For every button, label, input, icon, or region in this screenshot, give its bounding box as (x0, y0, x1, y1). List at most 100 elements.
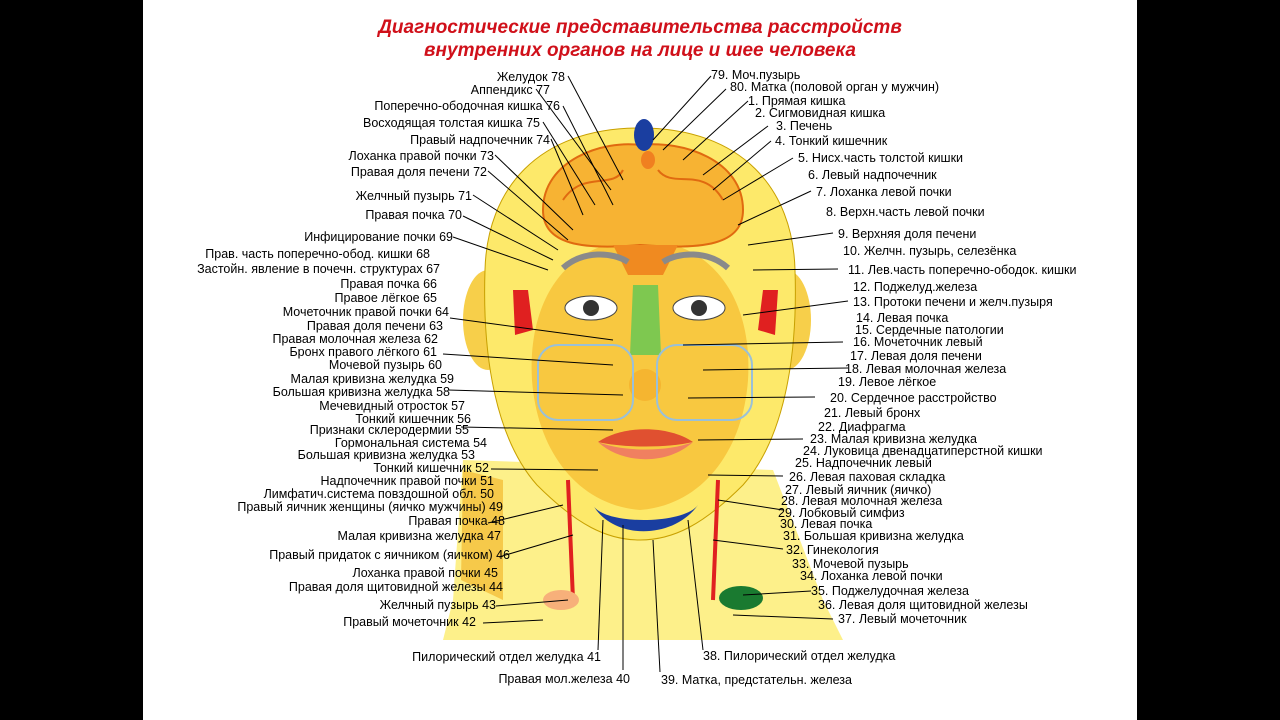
label-53: Большая кривизна желудка 53 (297, 448, 475, 462)
label-60: Мочевой пузырь 60 (328, 358, 442, 372)
label-80: 80. Матка (половой орган у мужчин) (730, 80, 940, 94)
forehead-blue-spot (634, 119, 654, 151)
neck-peach-spot (543, 590, 579, 610)
label-62: Правая молочная железа 62 (272, 332, 438, 346)
label-21: 21. Левый бронх (824, 406, 921, 420)
label-15: 15. Сердечные патологии (855, 323, 1004, 337)
label-24: 24. Луковица двенадцатиперстной кишки (803, 444, 1043, 458)
label-48: Правая почка 48 (408, 514, 505, 528)
label-35: 35. Поджелудочная железа (811, 584, 969, 598)
neck-shadow-left (461, 470, 503, 600)
label-16: 16. Мочеточник левый (853, 335, 983, 349)
label-64: Мочеточник правой почки 64 (282, 305, 449, 319)
label-18: 18. Левая молочная железа (845, 362, 1007, 376)
neck-green-spot (719, 586, 763, 610)
label-10: 10. Желчн. пузырь, селезёнка (843, 244, 1017, 258)
label-25: 25. Надпочечник левый (795, 456, 932, 470)
left-iris (583, 300, 599, 316)
label-12: 12. Поджелуд.железа (853, 280, 978, 294)
left-eyebrow (560, 251, 630, 271)
label-4: 4. Тонкий кишечник (775, 134, 888, 148)
label-22: 22. Диафрагма (818, 420, 906, 434)
label-31: 31. Большая кривизна желудка (783, 529, 964, 543)
label-17: 17. Левая доля печени (850, 349, 982, 363)
label-67: Застойн. явление в почечн. структурах 67 (197, 262, 440, 276)
label-63: Правая доля печени 63 (306, 319, 443, 333)
label-2: 2. Сигмовидная кишка (755, 106, 886, 120)
label-27: 27. Левый яичник (яичко) (785, 483, 932, 497)
label-43: Желчный пузырь 43 (379, 598, 496, 612)
slide: Диагностические представительства расстр… (143, 0, 1137, 720)
label-7: 7. Лоханка левой почки (816, 185, 952, 199)
label-20: 20. Сердечное расстройство (830, 391, 997, 405)
label-1: 1. Прямая кишка (748, 94, 846, 108)
label-50: Лимфатич.система повздошной обл. 50 (263, 487, 494, 501)
label-51: Надпочечник правой почки 51 (320, 474, 494, 488)
label-76: Поперечно-ободочная кишка 76 (374, 99, 560, 113)
title-line-2: внутренних органов на лице и шее человек… (424, 40, 856, 61)
label-59: Малая кривизна желудка 59 (290, 372, 454, 386)
label-3: 3. Печень (776, 119, 833, 133)
label-42: Правый мочеточник 42 (343, 615, 476, 629)
label-28: 28. Левая молочная железа (781, 494, 943, 508)
label-49: Правый яичник женщины (яичко мужчины) 49 (237, 500, 503, 514)
label-32: 32. Гинекология (786, 543, 879, 557)
left-cheek-red (513, 290, 533, 335)
label-47: Малая кривизна желудка 47 (337, 529, 501, 543)
label-68: Прав. часть поперечно-обод. кишки 68 (205, 247, 430, 261)
label-9: 9. Верхняя доля печени (838, 227, 977, 241)
upper-lip (598, 429, 693, 447)
face-diagram (442, 75, 849, 673)
label-29: 29. Лобковый симфиз (778, 506, 905, 520)
lower-lip (598, 442, 693, 460)
label-11: 11. Лев.часть поперечно-ободок. кишки (848, 263, 1077, 277)
label-5: 5. Нисх.часть толстой кишки (798, 151, 964, 165)
label-33: 33. Мочевой пузырь (792, 557, 909, 571)
nose-bridge (630, 285, 661, 355)
label-56: Тонкий кишечник 56 (355, 412, 471, 426)
label-74: Правый надпочечник 74 (410, 133, 550, 147)
label-55: Признаки склеродермии 55 (309, 423, 469, 437)
label-71: Желчный пузырь 71 (355, 189, 472, 203)
left-lung-outline (537, 344, 634, 421)
label-46: Правый придаток с яичником (яичком) 46 (269, 548, 510, 562)
right-cheek-red (758, 290, 778, 335)
forehead-brain (541, 143, 745, 248)
neck-red-line-left (566, 479, 575, 601)
label-23: 23. Малая кривизна желудка (810, 432, 977, 446)
label-61: Бронх правого лёгкого 61 (289, 345, 437, 359)
label-79: 79. Моч.пузырь (711, 68, 801, 82)
label-30: 30. Левая почка (780, 517, 873, 531)
label-65: Правое лёгкое 65 (334, 291, 437, 305)
label-26: 26. Левая паховая складка (789, 470, 946, 484)
right-eyebrow (661, 251, 731, 271)
label-57: Мечевидный отросток 57 (319, 399, 465, 413)
label-73: Лоханка правой почки 73 (348, 149, 494, 163)
leader-lines (442, 75, 849, 673)
label-13: 13. Протоки печени и желч.пузыря (853, 295, 1053, 309)
brain-fold-1 (562, 169, 624, 201)
label-6: 6. Левый надпочечник (808, 168, 937, 182)
label-34: 34. Лоханка левой почки (800, 569, 943, 583)
label-19: 19. Левое лёгкое (838, 375, 937, 389)
label-8: 8. Верхн.часть левой почки (826, 205, 985, 219)
label-37: 37. Левый мочеточник (838, 612, 967, 626)
label-72: Правая доля печени 72 (350, 165, 487, 179)
forehead-orange-spot (641, 151, 655, 169)
right-iris (691, 300, 707, 316)
label-77: Аппендикс 77 (470, 83, 550, 97)
label-44: Правая доля щитовидной железы 44 (288, 580, 503, 594)
label-54: Гормональная система 54 (334, 436, 487, 450)
title-line-1: Диагностические представительства расстр… (378, 17, 902, 38)
chin-blue (593, 505, 698, 532)
label-45: Лоханка правой почки 45 (352, 566, 498, 580)
label-41: Пилорический отдел желудка 41 (412, 650, 601, 664)
nose-tip (629, 369, 661, 401)
label-75: Восходящая толстая кишка 75 (362, 116, 540, 130)
label-14: 14. Левая почка (856, 311, 949, 325)
label-78: Желудок 78 (496, 70, 565, 84)
label-40: Правая мол.железа 40 (498, 672, 630, 686)
label-69: Инфицирование почки 69 (304, 230, 453, 244)
brow-orange-zone (613, 245, 678, 275)
label-66: Правая почка 66 (340, 277, 437, 291)
